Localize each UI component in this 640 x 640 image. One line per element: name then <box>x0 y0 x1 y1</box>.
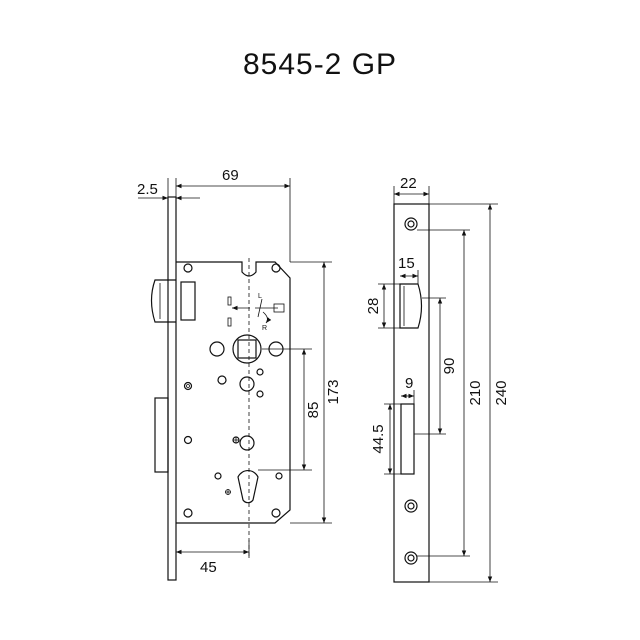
latch-bolt-front <box>150 279 176 323</box>
dim-bolt-height: 44.5 <box>370 424 387 453</box>
dim-latch-to-bolt: 90 <box>441 358 458 375</box>
cylinder-hole <box>237 469 259 504</box>
spindle-hub <box>232 334 262 364</box>
dim-backset-width: 69 <box>222 167 239 184</box>
front-view: L R <box>150 196 291 581</box>
dim-latch-projection: 15 <box>398 255 415 272</box>
spindle-square <box>237 339 257 359</box>
rotation-left-label: L <box>258 293 262 300</box>
dim-screw-spacing: 210 <box>467 380 484 405</box>
product-title: 8545-2 GP <box>242 48 398 81</box>
dim-handle-to-cylinder: 85 <box>305 402 322 419</box>
deadbolt-side <box>400 403 415 475</box>
rotation-right-label: R <box>262 325 267 332</box>
dim-faceplate-width: 22 <box>400 175 417 192</box>
dim-backset: 45 <box>200 559 217 576</box>
dim-case-height: 173 <box>325 379 342 404</box>
dim-faceplate-thickness: 2.5 <box>137 181 158 198</box>
latch-side <box>399 283 423 329</box>
side-view <box>393 203 430 583</box>
dim-faceplate-length: 240 <box>493 380 510 405</box>
side-dimensions: 22 15 28 9 44.5 90 210 240 <box>365 175 510 583</box>
lock-case <box>176 261 291 524</box>
front-dimensions: 2.5 69 45 173 85 <box>137 167 342 576</box>
dead-bolt-front <box>154 397 169 473</box>
faceplate-side <box>393 203 430 583</box>
dim-bolt-projection: 9 <box>405 375 413 392</box>
dim-latch-height: 28 <box>365 298 382 315</box>
faceplate-front <box>167 196 177 581</box>
